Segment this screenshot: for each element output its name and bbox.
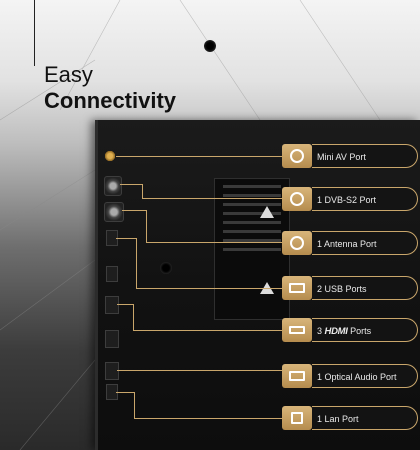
hdmi-label: 3 HDMI Ports [312, 318, 418, 342]
optical-audio-icon [289, 371, 305, 381]
optical-badge [282, 364, 312, 388]
panel-edge [95, 120, 98, 450]
rating-sticker [214, 178, 290, 320]
leader-line [116, 238, 137, 289]
antenna-label: 1 Antenna Port [312, 231, 418, 255]
headline-line2: Connectivity [44, 88, 177, 113]
accent-divider [34, 0, 35, 66]
headline: Easy Connectivity [44, 62, 176, 114]
hdmi-icon [289, 326, 305, 334]
hdmi-jack [105, 330, 119, 348]
circle-port-icon [290, 149, 304, 163]
usb-icon [289, 283, 305, 293]
dvb-s2-jack [104, 176, 122, 196]
antenna-badge [282, 231, 312, 255]
leader-line [120, 184, 143, 199]
leader-line [122, 210, 147, 243]
leader-line [116, 156, 282, 157]
lan-label: 1 Lan Port [312, 406, 418, 430]
hdmi-count: 3 [317, 326, 323, 336]
dvb-s2-badge [282, 187, 312, 211]
usb-jack [106, 266, 118, 282]
satellite-port-icon [290, 192, 304, 206]
hdmi-jack [105, 296, 119, 314]
hdmi-logo-text: HDMI [324, 326, 348, 337]
lan-icon [291, 412, 303, 424]
mini-av-badge [282, 144, 312, 168]
mini-av-jack [104, 150, 116, 162]
hdmi-jack [105, 362, 119, 380]
mount-hole [160, 262, 172, 274]
usb-label: 2 USB Ports [312, 276, 418, 300]
leader-line [133, 330, 282, 331]
mini-av-label: Mini AV Port [312, 144, 418, 168]
lan-badge [282, 406, 312, 430]
hdmi-badge [282, 318, 312, 342]
mount-hole [204, 40, 216, 52]
leader-line [117, 304, 134, 331]
warning-icon [260, 206, 274, 218]
leader-line [134, 418, 282, 419]
leader-line [116, 392, 135, 419]
leader-line [146, 242, 282, 243]
optical-label: 1 Optical Audio Port [312, 364, 418, 388]
usb-badge [282, 276, 312, 300]
antenna-port-icon [290, 236, 304, 250]
dvb-s2-label: 1 DVB-S2 Port [312, 187, 418, 211]
antenna-jack [104, 202, 124, 222]
hdmi-suffix: Ports [350, 326, 372, 336]
leader-line [136, 288, 282, 289]
leader-line [117, 370, 282, 371]
headline-line1: Easy [44, 62, 93, 87]
leader-line [142, 198, 282, 199]
